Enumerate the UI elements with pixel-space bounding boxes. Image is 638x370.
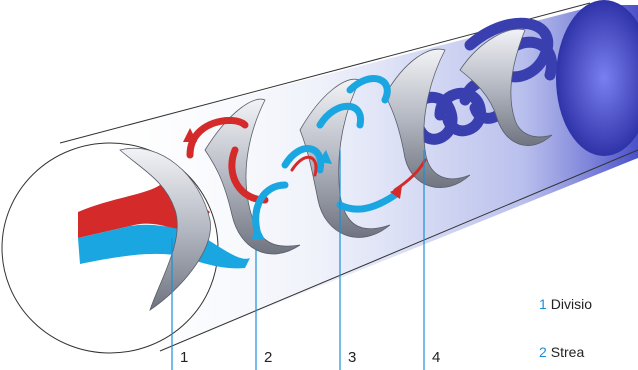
legend-text-2: Strea <box>551 344 584 360</box>
legend-number-2: 2 <box>539 344 547 360</box>
legend-text-1: Divisio <box>551 296 592 312</box>
legend-number-1: 1 <box>539 296 547 312</box>
callout-number-2: 2 <box>264 349 272 366</box>
callout-number-3: 3 <box>348 349 356 366</box>
callout-number-4: 4 <box>432 349 440 366</box>
callout-number-1: 1 <box>180 349 188 366</box>
